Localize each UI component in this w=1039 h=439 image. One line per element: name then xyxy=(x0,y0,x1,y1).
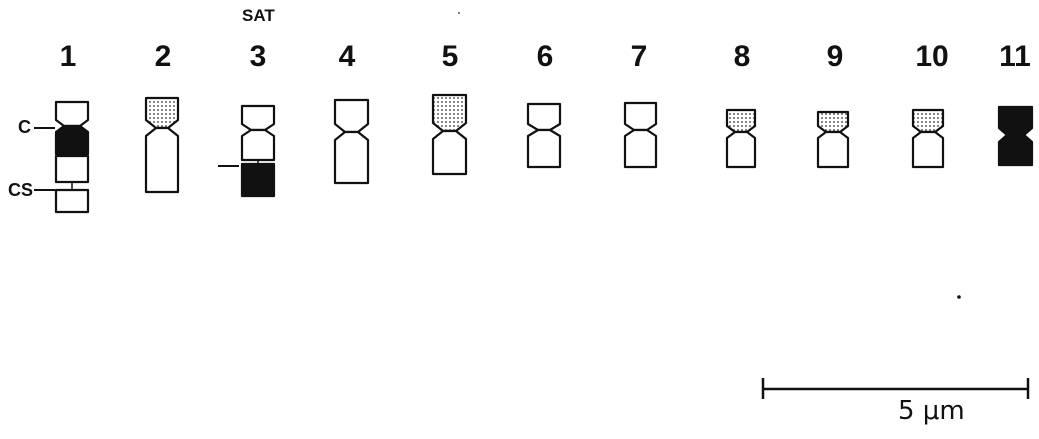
chromosome-2 xyxy=(146,98,178,192)
chromosome-11 xyxy=(999,107,1032,165)
chromosome-1 xyxy=(56,102,88,212)
scale-bar-label: 5 μm xyxy=(898,396,965,426)
scale-bar xyxy=(763,378,1028,399)
chromosome-6 xyxy=(528,104,560,167)
chromosome-9 xyxy=(818,112,848,167)
chromosome-5 xyxy=(433,95,466,174)
chromosome-8 xyxy=(727,110,755,167)
chromosome-10 xyxy=(913,110,943,167)
chromosome-4 xyxy=(335,100,368,183)
speck xyxy=(458,12,460,14)
speck xyxy=(957,295,961,299)
chromosome-3 xyxy=(242,106,274,196)
chromosome-7 xyxy=(625,103,656,167)
